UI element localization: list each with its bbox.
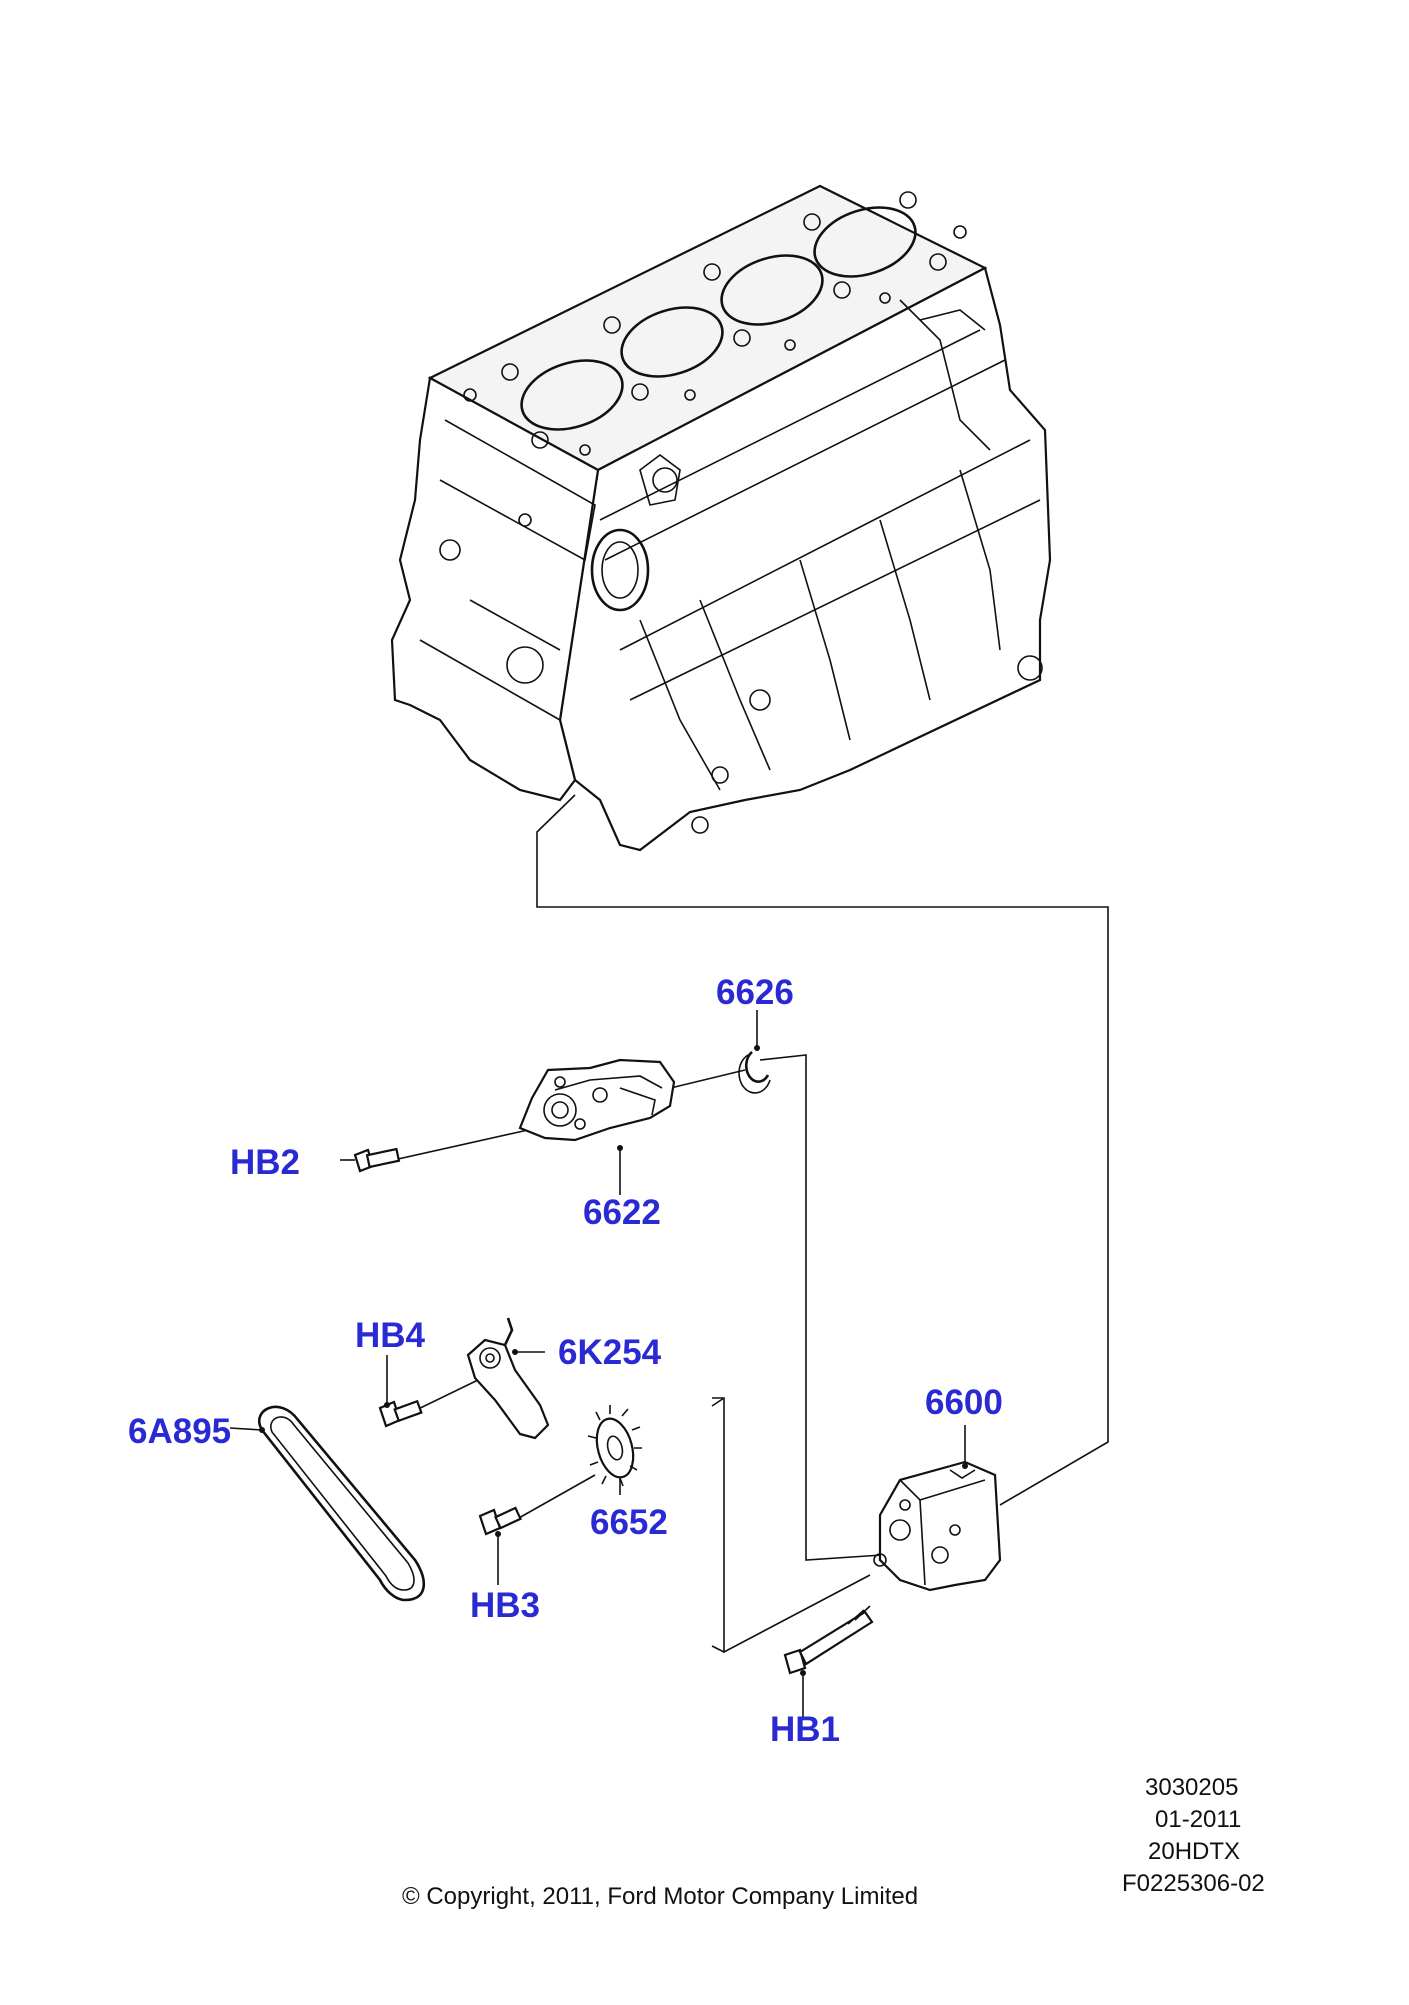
callout-6600: 6600 — [925, 1383, 1003, 1422]
housing-6622 — [518, 1058, 676, 1142]
callout-hb3: HB3 — [470, 1586, 541, 1625]
callout-6a895: 6A895 — [128, 1412, 232, 1451]
bolt-hb3 — [478, 1506, 522, 1585]
hb2-axis-line — [379, 1129, 529, 1164]
6626-to-pump-line — [759, 1054, 883, 1561]
bolt-hb2 — [340, 1147, 401, 1173]
assembly-lines — [379, 794, 1109, 1654]
callout-6626: 6626 — [716, 973, 794, 1012]
hb3-axis-line — [509, 1474, 596, 1524]
copyright-notice: © Copyright, 2011, Ford Motor Company Li… — [402, 1883, 919, 1910]
oil-pump-6600 — [873, 1460, 1002, 1592]
engine-block-illustration — [390, 184, 1052, 852]
reference-date: 01-2011 — [1155, 1806, 1242, 1833]
o-ring-6626 — [738, 1050, 771, 1094]
callout-6k254: 6K254 — [558, 1333, 662, 1372]
callout-hb1: HB1 — [770, 1710, 841, 1749]
callout-6652: 6652 — [590, 1503, 668, 1542]
reference-engine: 20HDTX — [1148, 1838, 1241, 1865]
engine-to-pump-line — [536, 794, 1109, 1506]
bolt-hb4 — [378, 1355, 423, 1428]
callout-hb4: HB4 — [355, 1316, 426, 1355]
sprocket-to-pump-line — [712, 1397, 871, 1654]
callout-hb2: HB2 — [230, 1143, 301, 1182]
bolt-hb1 — [783, 1605, 874, 1720]
reference-code: 3030205 — [1145, 1774, 1239, 1801]
tensioner-6k254 — [466, 1317, 550, 1440]
sprocket-6652 — [587, 1405, 642, 1495]
chain-6a895 — [229, 1405, 426, 1602]
reference-figure: F0225306-02 — [1122, 1870, 1265, 1897]
callout-6622: 6622 — [583, 1193, 661, 1232]
hb4-axis-line — [409, 1379, 479, 1414]
